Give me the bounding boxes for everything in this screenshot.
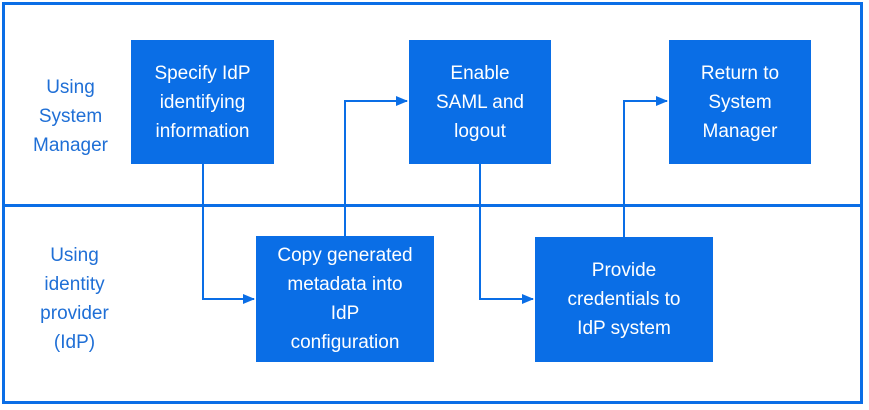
step-specify-idp-label: Specify IdP identifying information	[154, 62, 251, 142]
step-copy-metadata: Copy generated metadata into IdP configu…	[256, 236, 434, 362]
step-return-system-manager-label: Return to System Manager	[700, 62, 780, 142]
step-enable-saml-label: Enable SAML and logout	[435, 62, 524, 142]
step-provide-credentials-label: Provide credentials to IdP system	[567, 260, 681, 339]
step-copy-metadata-label: Copy generated metadata into IdP configu…	[277, 245, 413, 353]
step-specify-idp: Specify IdP identifying information	[131, 40, 274, 164]
step-enable-saml: Enable SAML and logout	[409, 40, 551, 164]
lane-label-system-manager: Using System Manager	[33, 77, 108, 156]
step-provide-credentials: Provide credentials to IdP system	[535, 237, 713, 362]
lane-divider	[2, 204, 863, 207]
step-return-system-manager: Return to System Manager	[669, 40, 811, 164]
lane-label-identity-provider: Using identity provider (IdP)	[40, 245, 109, 353]
